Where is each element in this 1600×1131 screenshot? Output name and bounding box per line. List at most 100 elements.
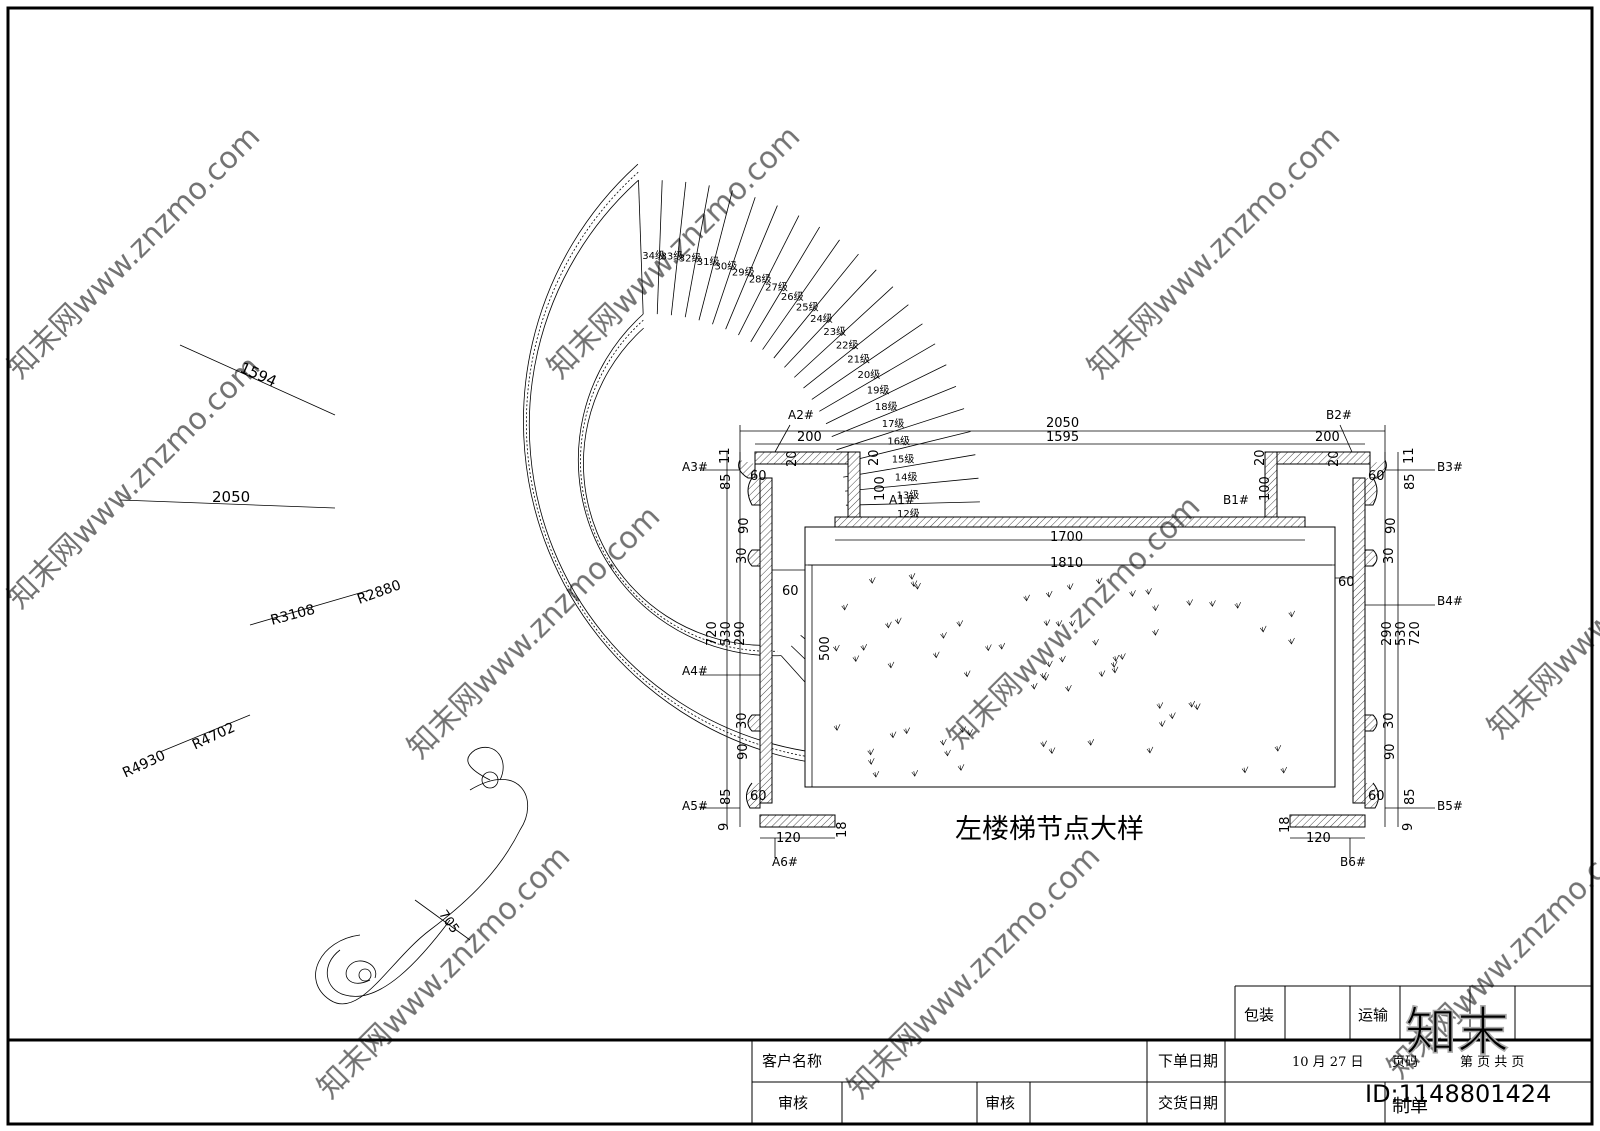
step-label: 15级	[892, 453, 915, 465]
tb-packing: 包装	[1244, 1006, 1274, 1024]
dim-20-d: 20	[1327, 450, 1342, 467]
speckle-mark	[1030, 682, 1038, 690]
step-label: 34级	[642, 250, 665, 262]
stair-arc	[528, 179, 871, 756]
stair-tread	[803, 304, 909, 389]
speckle-mark	[1288, 610, 1296, 618]
speckle-mark	[1145, 588, 1152, 595]
dim-530-right: 530	[1394, 621, 1409, 646]
speckle-mark	[1023, 594, 1030, 602]
stair-tread	[831, 386, 957, 437]
stair-tread	[845, 477, 979, 492]
step-label: 27级	[765, 282, 788, 294]
stair-tread	[843, 454, 976, 478]
speckle-mark	[1112, 655, 1120, 662]
stair-tread	[750, 226, 821, 343]
step-label: 33级	[661, 251, 684, 263]
speckle-mark	[1152, 629, 1159, 636]
step-label: 30级	[715, 261, 738, 273]
tb-customer-name: 客户名称	[762, 1052, 822, 1070]
dim-20-c: 20	[1253, 449, 1268, 466]
speckle-mark	[933, 651, 940, 659]
stair-tread	[712, 197, 756, 325]
step-label: 14级	[895, 471, 918, 483]
speckle-mark	[1274, 744, 1282, 752]
stair-tread	[698, 190, 733, 321]
label-b4: B4#	[1437, 594, 1463, 608]
dim-500: 500	[818, 636, 833, 661]
speckle-mark	[1043, 619, 1051, 627]
dim-9-left: 9	[717, 823, 732, 831]
step-label: 18级	[875, 401, 898, 413]
speckle-mark	[1169, 712, 1176, 720]
dim-200-left: 200	[797, 430, 822, 445]
stair-tread	[684, 185, 710, 318]
speckle-mark	[1046, 660, 1053, 668]
dim-18-right: 18	[1278, 816, 1293, 833]
dim-120-right: 120	[1306, 831, 1331, 846]
label-b3: B3#	[1437, 460, 1463, 474]
dim-85-rb: 85	[1403, 788, 1418, 805]
speckle-mark	[1040, 740, 1047, 748]
speckle-mark	[908, 573, 916, 580]
speckle-mark	[895, 617, 902, 625]
watermark-3: 知末网www.znzmo.com	[1081, 119, 1347, 385]
stair-tread	[784, 269, 877, 368]
speckle-mark	[959, 726, 967, 733]
speckle-mark	[963, 670, 971, 678]
speckle-mark	[852, 655, 860, 663]
watermark-logo: 知末	[1405, 1003, 1509, 1063]
speckle-mark	[889, 731, 897, 739]
dim-85-lb: 85	[719, 788, 734, 805]
dim-60-lt: 60	[750, 469, 767, 484]
speckle-mark	[998, 642, 1006, 650]
title-block	[8, 985, 1592, 1124]
dim-r3108: R3108	[269, 602, 317, 629]
tb-page-of: 第 页 共 页	[1460, 1055, 1524, 1070]
speckle-mark	[1259, 625, 1267, 633]
tb-transport: 运输	[1358, 1006, 1388, 1024]
speckle-mark	[1087, 739, 1095, 746]
speckle-mark	[1152, 604, 1159, 612]
stair-arc	[523, 163, 882, 768]
dim-20-a: 20	[785, 450, 800, 467]
speckle-mark	[944, 749, 951, 757]
title-block-text: 包装 运输 客户名称 下单日期 10 月 27 日 页码 第 页 共 页 审核 …	[762, 1006, 1524, 1117]
watermark-9: 知末网www.znzmo.com	[841, 839, 1107, 1105]
speckle-mark	[957, 764, 965, 771]
speckle-mark	[1110, 661, 1118, 668]
speckle-mark	[833, 644, 840, 652]
speckle-mark	[1288, 637, 1295, 645]
stair-arc	[583, 327, 772, 646]
stair-arc	[526, 171, 877, 762]
speckle-mark	[1234, 601, 1242, 609]
speckle-mark	[860, 643, 868, 651]
step-label: 22级	[836, 339, 859, 351]
speckle-mark	[1055, 620, 1063, 627]
dim-30-rt: 30	[1382, 547, 1397, 564]
speckle-mark	[841, 603, 848, 611]
label-b6: B6#	[1340, 855, 1366, 869]
tb-delivery-date: 交货日期	[1158, 1094, 1218, 1112]
stair-tread	[725, 205, 778, 330]
step-label: 21级	[847, 354, 870, 366]
label-a6: A6#	[772, 855, 798, 869]
speckle-mark	[1146, 746, 1154, 754]
step-label: 32级	[679, 253, 702, 265]
tb-review-1: 审核	[778, 1094, 808, 1112]
dim-705: 705	[435, 908, 462, 937]
stair-tread	[670, 181, 687, 316]
stone-texture	[833, 573, 1296, 778]
dim-85-lt: 85	[719, 473, 734, 490]
step-label: 19级	[867, 385, 890, 397]
step-label: 20级	[858, 369, 881, 381]
dim-30-lb: 30	[735, 712, 750, 729]
section-detail	[700, 424, 1435, 858]
dim-530-left: 530	[719, 621, 734, 646]
stair-tread	[773, 253, 859, 359]
step-label: 25级	[796, 302, 819, 314]
tb-page-no: 页码	[1392, 1055, 1418, 1070]
dim-200-right: 200	[1315, 430, 1340, 445]
speckle-mark	[1188, 700, 1196, 708]
